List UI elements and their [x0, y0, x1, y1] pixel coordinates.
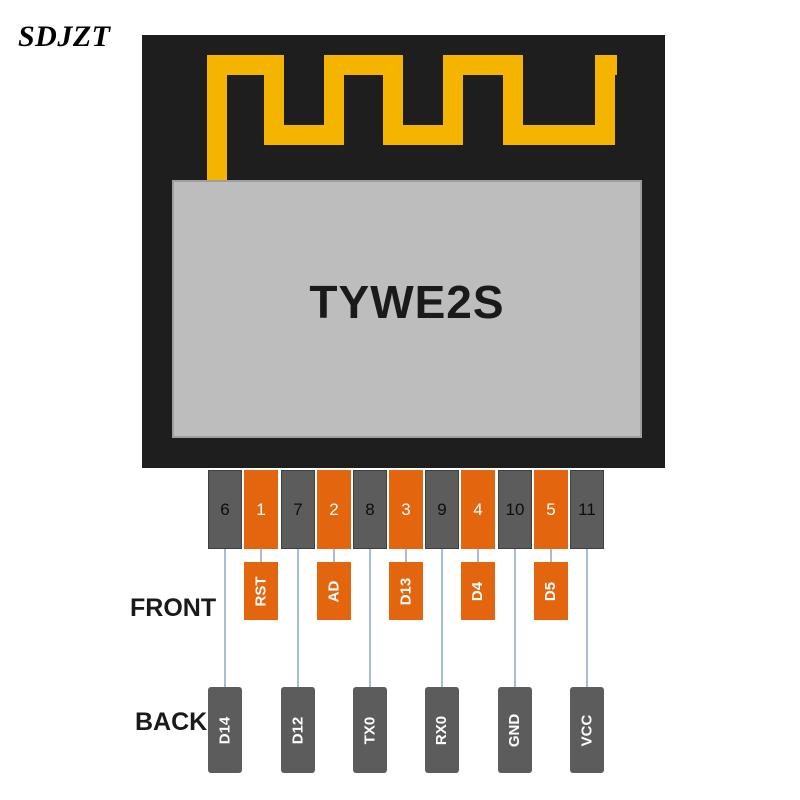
front-tag-d5: D5: [534, 562, 568, 620]
rf-shield-can: TYWE2S: [172, 180, 642, 438]
front-tag-rst: RST: [244, 562, 278, 620]
front-label: FRONT: [130, 594, 217, 622]
back-tag-vcc: VCC: [570, 687, 604, 773]
pin-5: 5: [534, 470, 568, 549]
back-tag-text: VCC: [578, 714, 596, 746]
back-tag-text: D12: [289, 716, 307, 744]
front-tag-d4: D4: [461, 562, 495, 620]
front-tag-text: D13: [397, 577, 415, 605]
back-tag-text: GND: [506, 713, 524, 747]
brand-logo-text: SDJZT: [18, 20, 111, 53]
pin-10: 10: [498, 470, 532, 549]
back-tag-text: RX0: [433, 715, 451, 745]
back-tag-tx0: TX0: [353, 687, 387, 773]
front-tag-d13: D13: [389, 562, 423, 620]
front-tag-text: AD: [325, 580, 343, 602]
back-tag-rx0: RX0: [425, 687, 459, 773]
back-tag-text: TX0: [361, 716, 379, 744]
pin-1: 1: [244, 470, 278, 549]
pin-9: 9: [425, 470, 459, 549]
front-tag-text: D5: [542, 581, 560, 601]
pin-7: 7: [281, 470, 315, 549]
back-label: BACK: [135, 708, 208, 736]
module-label: TYWE2S: [309, 276, 505, 328]
pin-8: 8: [353, 470, 387, 549]
pcb-antenna-trace: [207, 55, 617, 190]
front-tag-text: D4: [469, 581, 487, 601]
front-tag-ad: AD: [317, 562, 351, 620]
back-tag-text: D14: [216, 716, 234, 744]
wifi-module: TYWE2S: [142, 35, 665, 468]
back-tag-gnd: GND: [498, 687, 532, 773]
back-tag-d12: D12: [281, 687, 315, 773]
pin-2: 2: [317, 470, 351, 549]
front-tag-text: RST: [252, 576, 270, 606]
pin-3: 3: [389, 470, 423, 549]
pin-6: 6: [208, 470, 242, 549]
back-tag-d14: D14: [208, 687, 242, 773]
pin-11: 11: [570, 470, 604, 549]
pin-4: 4: [461, 470, 495, 549]
